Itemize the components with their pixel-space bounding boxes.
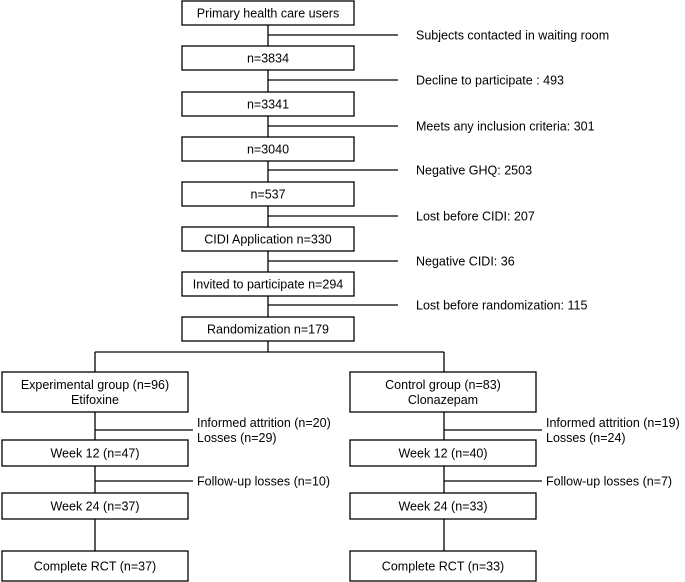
- exclusion-label-line: Subjects contacted in waiting room: [416, 29, 609, 43]
- control-exclusion-label-line: Losses (n=24): [546, 431, 626, 445]
- experimental-week12-label: Week 12 (n=47): [50, 447, 139, 461]
- main-n3040-label: n=3040: [247, 143, 289, 157]
- experimental-exclusion-label: Informed attrition (n=20)Losses (n=29): [197, 416, 331, 445]
- main-n537-box: [181, 181, 355, 207]
- control-week24-label-line: Week 24 (n=33): [398, 500, 487, 514]
- exclusion-label: Lost before randomization: 115: [416, 299, 587, 313]
- exclusion-label-line: Meets any inclusion criteria: 301: [416, 120, 595, 134]
- main-n3341-label: n=3341: [247, 98, 289, 112]
- control-group-box: [349, 371, 537, 413]
- main-n537-label: n=537: [250, 188, 285, 202]
- exclusion-label-line: Decline to participate : 493: [416, 74, 564, 88]
- control-exclusion-label-line: Follow-up losses (n=7): [546, 475, 672, 489]
- main-cidi-label: CIDI Application n=330: [204, 233, 332, 247]
- experimental-complete-box: [1, 550, 189, 582]
- main-primary-box: [181, 0, 355, 26]
- control-exclusion-label-line: Informed attrition (n=19): [546, 416, 680, 430]
- main-invited-label: Invited to participate n=294: [193, 278, 343, 292]
- exclusion-label-line: Negative CIDI: 36: [416, 255, 515, 269]
- exclusion-label-line: Negative GHQ: 2503: [416, 164, 532, 178]
- exclusion-label: Negative CIDI: 36: [416, 255, 515, 269]
- experimental-week24-label: Week 24 (n=37): [50, 500, 139, 514]
- exclusion-label: Meets any inclusion criteria: 301: [416, 120, 595, 134]
- control-group-label: Control group (n=83)Clonazepam: [385, 378, 501, 407]
- experimental-complete-label: Complete RCT (n=37): [34, 560, 156, 574]
- experimental-exclusion-label-line: Losses (n=29): [197, 431, 277, 445]
- main-randomization-label-line: Randomization n=179: [207, 323, 329, 337]
- main-n3040-box: [181, 136, 355, 162]
- main-randomization-box: [181, 316, 355, 342]
- control-group-label-line: Control group (n=83): [385, 378, 501, 392]
- main-n3834-box: [181, 45, 355, 71]
- experimental-group-box: [1, 371, 189, 413]
- experimental-group-label: Experimental group (n=96)Etifoxine: [21, 378, 169, 407]
- control-complete-box: [349, 550, 537, 582]
- main-n3834-label: n=3834: [247, 52, 289, 66]
- main-primary-label-line: Primary health care users: [197, 7, 339, 21]
- main-primary-label: Primary health care users: [197, 7, 339, 21]
- main-n3341-box: [181, 91, 355, 117]
- control-exclusion-label: Follow-up losses (n=7): [546, 475, 672, 489]
- main-n537-label-line: n=537: [250, 188, 285, 202]
- control-group-label-line: Clonazepam: [408, 393, 478, 407]
- main-n3341-label-line: n=3341: [247, 98, 289, 112]
- experimental-exclusion-label: Follow-up losses (n=10): [197, 475, 330, 489]
- experimental-group-label-line: Experimental group (n=96): [21, 378, 169, 392]
- exclusion-label: Subjects contacted in waiting room: [416, 29, 609, 43]
- exclusion-label-line: Lost before randomization: 115: [416, 299, 587, 313]
- control-week12-label: Week 12 (n=40): [398, 447, 487, 461]
- experimental-week24-box: [1, 492, 189, 520]
- main-cidi-label-line: CIDI Application n=330: [204, 233, 332, 247]
- control-week12-box: [349, 439, 537, 467]
- main-invited-label-line: Invited to participate n=294: [193, 278, 343, 292]
- control-week12-label-line: Week 12 (n=40): [398, 447, 487, 461]
- control-exclusion-label: Informed attrition (n=19)Losses (n=24): [546, 416, 680, 445]
- main-n3834-label-line: n=3834: [247, 52, 289, 66]
- experimental-group-label-line: Etifoxine: [71, 393, 119, 407]
- experimental-week12-label-line: Week 12 (n=47): [50, 447, 139, 461]
- control-week24-box: [349, 492, 537, 520]
- control-complete-label-line: Complete RCT (n=33): [382, 560, 504, 574]
- control-week24-label: Week 24 (n=33): [398, 500, 487, 514]
- main-invited-box: [181, 271, 355, 297]
- exclusion-label: Negative GHQ: 2503: [416, 164, 532, 178]
- main-cidi-box: [181, 226, 355, 252]
- experimental-week12-box: [1, 439, 189, 467]
- experimental-exclusion-label-line: Follow-up losses (n=10): [197, 475, 330, 489]
- control-complete-label: Complete RCT (n=33): [382, 560, 504, 574]
- main-n3040-label-line: n=3040: [247, 143, 289, 157]
- exclusion-label: Decline to participate : 493: [416, 74, 564, 88]
- experimental-exclusion-label-line: Informed attrition (n=20): [197, 416, 331, 430]
- experimental-week24-label-line: Week 24 (n=37): [50, 500, 139, 514]
- main-randomization-label: Randomization n=179: [207, 323, 329, 337]
- experimental-complete-label-line: Complete RCT (n=37): [34, 560, 156, 574]
- exclusion-label-line: Lost before CIDI: 207: [416, 210, 535, 224]
- exclusion-label: Lost before CIDI: 207: [416, 210, 535, 224]
